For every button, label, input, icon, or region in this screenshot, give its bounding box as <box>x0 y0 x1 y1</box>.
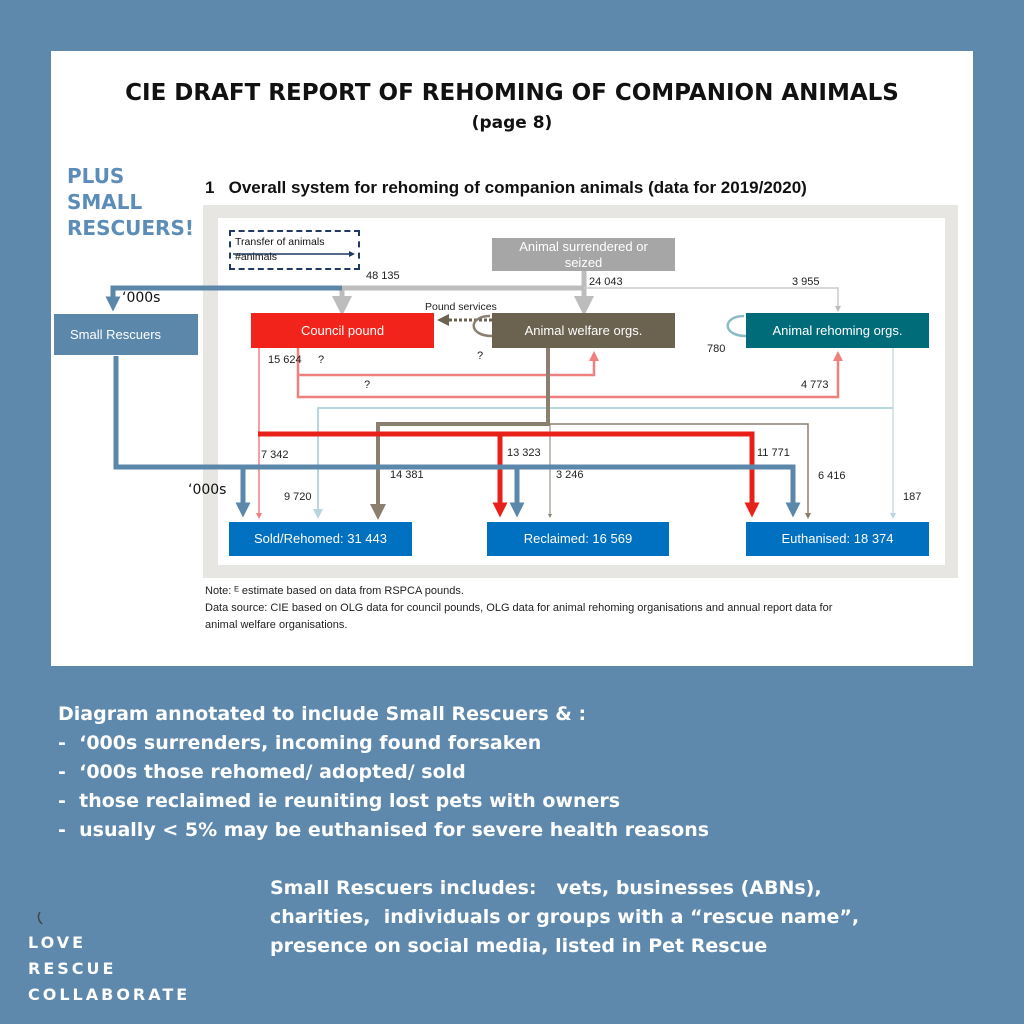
pet-tag-icon <box>37 911 43 925</box>
flow-label: 14 381 <box>390 469 424 481</box>
note-text: Note: ᴱ estimate based on data from RSPC… <box>205 585 464 597</box>
legend-label: #animals <box>235 251 278 263</box>
logo-line: COLLABORATE <box>28 985 191 1004</box>
node-euthanised: Euthanised: 18 374 <box>746 522 929 556</box>
callout-line: SMALL <box>67 190 143 214</box>
flow-label: ? <box>364 379 371 391</box>
flow-label: ? <box>318 354 325 366</box>
logo-line: LOVE <box>28 933 87 952</box>
welfare-loop <box>472 314 493 338</box>
annotation-item: - ‘000s surrenders, incoming found forsa… <box>58 732 542 754</box>
flow-label: 13 323 <box>507 447 541 459</box>
node-animal-rehoming: Animal rehoming orgs. <box>746 313 929 348</box>
flow-welfare-euth <box>548 423 811 519</box>
node-sold-rehomed: Sold/Rehomed: 31 443 <box>229 522 412 556</box>
node-animal-welfare: Animal welfare orgs. <box>492 313 675 348</box>
legend: Transfer of animals #animals <box>229 230 360 270</box>
flow-small-sold <box>113 356 251 518</box>
flow-to-small-rescuers <box>105 285 342 312</box>
flow-label: 4 773 <box>801 379 829 391</box>
callout-line: PLUS <box>67 164 125 188</box>
annotation-item: - usually < 5% may be euthanised for sev… <box>58 819 710 841</box>
callout-line: RESCUERS! <box>67 216 194 240</box>
page-title: CIE DRAFT REPORT OF REHOMING OF COMPANIO… <box>125 80 899 106</box>
thousands-label: ‘000s <box>188 482 227 498</box>
flow-label: 24 043 <box>589 276 623 288</box>
figure-notes: Note: ᴱ estimate based on data from RSPC… <box>205 583 945 634</box>
annotation-item: - ‘000s those rehomed/ adopted/ sold <box>58 761 466 783</box>
source-text: Data source: CIE based on OLG data for c… <box>205 602 833 614</box>
annotation-item: - those reclaimed ie reuniting lost pets… <box>58 790 621 812</box>
description-line: Small Rescuers includes: vets, businesse… <box>270 877 822 899</box>
flow-label: ? <box>477 350 484 362</box>
logo-line: RESCUE <box>28 959 117 978</box>
figure-title: 1 Overall system for rehoming of compani… <box>205 178 807 197</box>
flow-label: 11 771 <box>757 447 790 459</box>
flow-label: 6 416 <box>818 470 846 482</box>
flow-label: 3 246 <box>556 469 584 481</box>
small-rescuers-description: Small Rescuers includes: vets, businesse… <box>270 874 859 961</box>
page-subtitle: (page 8) <box>471 113 553 133</box>
description-line: charities, individuals or groups with a … <box>270 906 860 928</box>
flow-label: 15 624 <box>268 354 302 366</box>
rehoming-loop <box>726 314 747 338</box>
flow-label: 3 955 <box>792 276 820 288</box>
node-reclaimed: Reclaimed: 16 569 <box>487 522 669 556</box>
flow-label: 780 <box>707 343 726 355</box>
flow-council-rehoming <box>296 351 843 399</box>
thousands-label: ‘000s <box>122 290 161 306</box>
flow-rehoming-sold <box>313 407 893 519</box>
node-surrendered: Animal surrendered or seized <box>492 238 675 271</box>
flow-small-euth <box>517 464 801 518</box>
flow-label: 7 342 <box>261 449 289 461</box>
flow-label: 48 135 <box>366 270 400 282</box>
love-rescue-collaborate-logo: LOVE RESCUE COLLABORATE <box>28 930 190 1008</box>
flow-to-rehoming <box>584 287 841 312</box>
flow-label: 9 720 <box>284 491 312 503</box>
pound-services-label: Pound services <box>425 301 497 313</box>
legend-label: Transfer of animals <box>235 236 325 248</box>
flow-council-euth <box>500 431 760 518</box>
node-council-pound: Council pound <box>251 313 434 348</box>
description-line: presence on social media, listed in Pet … <box>270 935 768 957</box>
flow-council-welfare <box>296 348 599 377</box>
annotation-list: Diagram annotated to include Small Rescu… <box>58 700 709 845</box>
source-text: animal welfare organisations. <box>205 619 348 631</box>
node-small-rescuers: Small Rescuers <box>53 313 199 356</box>
plus-small-rescuers-callout: PLUS SMALL RESCUERS! <box>67 163 194 241</box>
flow-label: 187 <box>903 491 922 503</box>
annotation-heading: Diagram annotated to include Small Rescu… <box>58 703 587 725</box>
flow-welfare-sold <box>370 348 550 520</box>
flow-to-council <box>332 271 587 316</box>
